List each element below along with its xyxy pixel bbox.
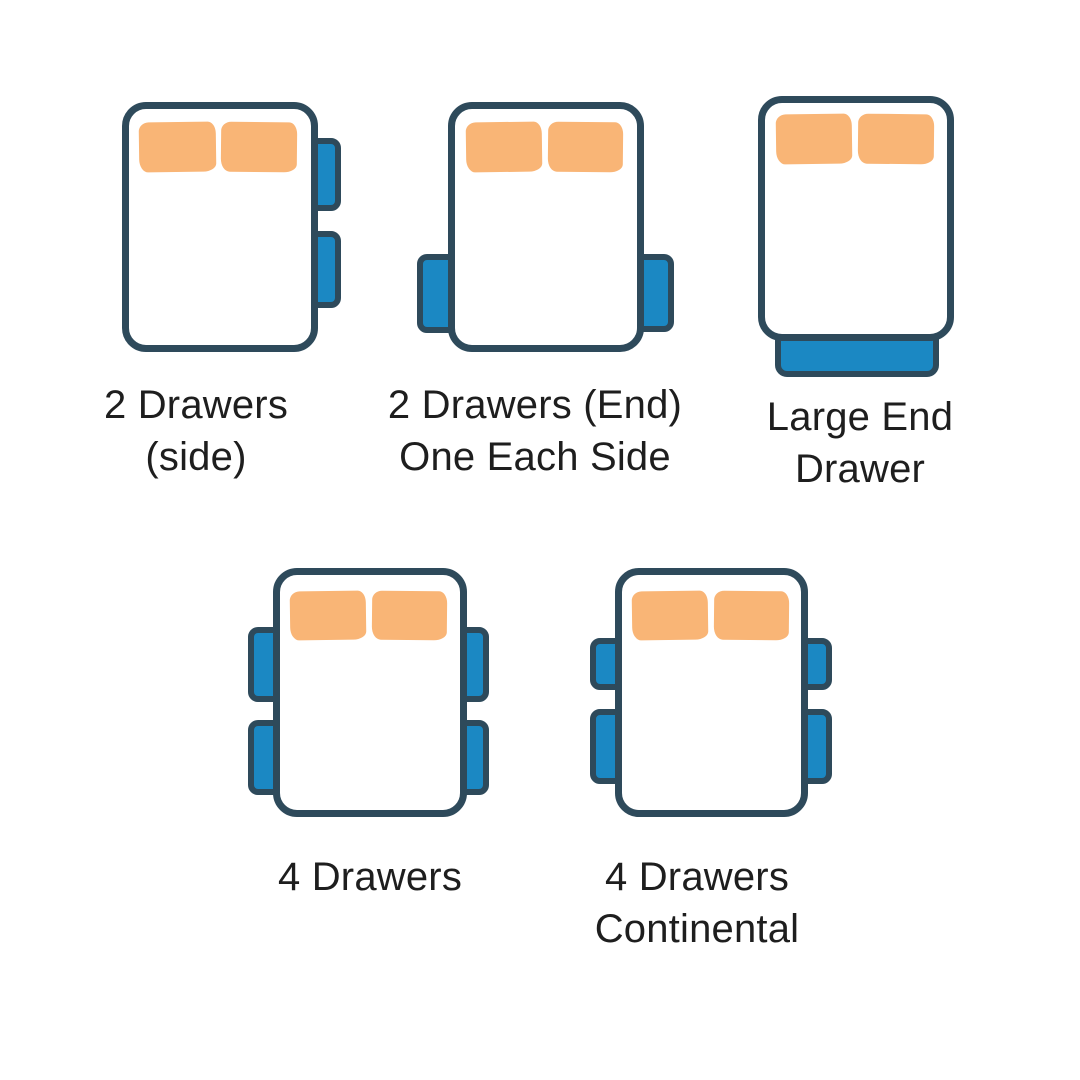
label-line: 2 Drawers [103,383,289,427]
label-line: Large End [766,395,954,439]
label-line: Continental [594,907,800,951]
figure-label: 4 Drawers [240,851,500,903]
label-line: Drawer [794,447,926,491]
pillow-icon-right [547,121,624,173]
label-line: 2 Drawers (End) [387,383,683,427]
pillow-icon-right [857,113,935,165]
pillow-icon-right [220,121,298,173]
pillow-icon-left [138,121,217,173]
pillow-icon-right [713,590,790,641]
label-line: (side) [145,435,247,479]
pillow-icon-left [465,121,543,173]
pillow-icon-left [289,590,367,641]
figure-label: 4 Drawers Continental [567,851,827,955]
pillow-icon-left [631,590,709,641]
label-line: One Each Side [399,435,671,479]
figure-label: Large End Drawer [730,391,990,495]
pillow-icon-right [371,590,448,641]
label-line: 4 Drawers [277,855,463,899]
label-line: 4 Drawers [604,855,790,899]
figure-label: 2 Drawers (End) One Each Side [375,379,695,483]
figure-label: 2 Drawers (side) [66,379,326,483]
pillow-icon-left [775,113,853,165]
